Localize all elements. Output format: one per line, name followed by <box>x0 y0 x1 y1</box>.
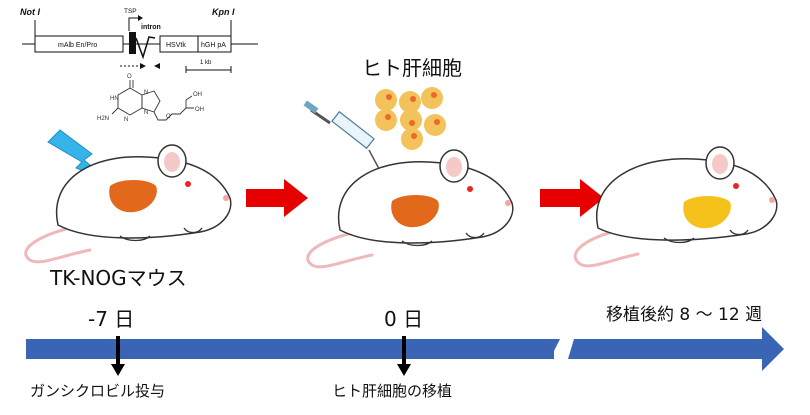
timeline-bar-right <box>568 327 784 371</box>
mouse-2-liver <box>391 195 439 228</box>
ganciclovir-structure <box>111 80 194 121</box>
mouse-3-tail <box>573 230 640 268</box>
marker-day-minus7-head <box>111 364 125 376</box>
amine-bond <box>111 107 119 115</box>
chem-n-c: N <box>124 117 128 123</box>
mouse-1 <box>24 144 232 264</box>
chem-h2n: H2N <box>97 116 109 122</box>
polya-box <box>197 35 232 53</box>
mouse-1-hind-foot <box>119 235 151 242</box>
chem-oh-top: OH <box>193 92 202 98</box>
hepatocyte-3 <box>421 87 443 109</box>
mouse-3-body <box>595 158 778 241</box>
mouse-3-fore-foot <box>729 229 749 236</box>
event-ganciclovir-label: ガンシクロビル投与 <box>30 382 166 400</box>
timeline-bar-left <box>26 339 554 359</box>
tsp-arrow-head <box>138 15 143 21</box>
hepatocyte-7 <box>401 128 423 150</box>
primer-arrow-right <box>140 63 146 69</box>
site-left-label: Not I <box>20 7 40 17</box>
exon-block <box>129 32 136 54</box>
side-branch-2 <box>185 95 193 101</box>
hepatocyte-4 <box>375 109 397 131</box>
red-arrow-1 <box>246 179 308 217</box>
intron-label: intron <box>141 24 161 31</box>
timeline <box>26 327 784 376</box>
intron-symbol <box>135 36 156 60</box>
hepatocyte-2 <box>399 91 421 113</box>
timeline-break-slash <box>544 339 560 359</box>
ganciclovir-labels: O HN N N N H2N O OH OH <box>97 74 204 123</box>
chem-n-b: N <box>144 110 148 116</box>
day-minus7-label: -7 日 <box>88 307 135 331</box>
marker-day-zero-head <box>397 364 411 376</box>
chem-o-ether: O <box>166 114 171 120</box>
site-right-label: Kpn I <box>212 7 235 17</box>
mouse-2 <box>306 149 514 269</box>
promoter-label: mAlb En/Pro <box>58 42 97 49</box>
mouse-1-fore-foot <box>183 227 203 234</box>
red-arrow-2 <box>540 179 604 217</box>
mouse-2-ear-inner <box>446 157 462 177</box>
day-zero-label: 0 日 <box>384 307 424 331</box>
chem-n-a: N <box>144 90 148 96</box>
mouse-1-eye <box>185 181 191 187</box>
scale-label: 1 kb <box>200 60 212 66</box>
hepatocyte-label: ヒト肝細胞 <box>362 56 462 80</box>
syringe-barrel <box>331 110 375 150</box>
mouse-1-tail <box>24 226 92 264</box>
hepatocyte-1 <box>375 89 397 111</box>
mouse-3-nose <box>769 197 775 203</box>
mouse-2-nose <box>505 200 511 206</box>
tsp-label: TSP <box>124 8 137 15</box>
mouse-3-ear-inner <box>712 154 728 174</box>
mouse-2-tail <box>306 231 374 269</box>
hepatocyte-5 <box>400 109 422 131</box>
mouse-3-hind-foot <box>663 237 695 244</box>
promoter-box <box>34 35 124 53</box>
hepatocyte-cluster <box>375 87 446 150</box>
pyrimidine-ring <box>117 87 143 116</box>
syringe-plunger-cap <box>303 100 319 114</box>
gene-label: HSVtk <box>166 42 186 49</box>
gene-construct: Not I Kpn I TSP intron mAlb En/Pro HSVtk… <box>20 7 258 73</box>
chem-o-carbonyl: O <box>127 74 132 80</box>
mouse-strain-label: TK-NOGマウス <box>50 266 187 290</box>
mouse-3 <box>573 146 778 268</box>
polya-label: hGH pA <box>201 42 226 49</box>
mouse-2-hind-foot <box>401 240 433 247</box>
mouse-3-eye <box>733 183 739 189</box>
tsp-arrow <box>128 17 140 31</box>
mouse-3-liver <box>683 196 731 229</box>
chem-nh: HN <box>110 96 119 102</box>
mouse-2-fore-foot <box>465 232 485 239</box>
side-chain <box>153 107 194 121</box>
mouse-1-liver <box>109 180 157 213</box>
syringe <box>303 100 387 183</box>
primer-arrow-left <box>154 63 160 69</box>
hepatocyte-6 <box>424 114 446 136</box>
mouse-1-ear-inner <box>164 152 180 172</box>
event-transplant-label: ヒト肝細胞の移植 <box>332 382 453 400</box>
weeks-label: 移植後約 8 〜 12 週 <box>606 305 763 325</box>
mouse-2-eye <box>467 186 473 192</box>
mouse-1-nose <box>223 195 229 201</box>
chem-oh-bottom: OH <box>195 107 204 113</box>
imidazole-ring <box>141 90 161 113</box>
